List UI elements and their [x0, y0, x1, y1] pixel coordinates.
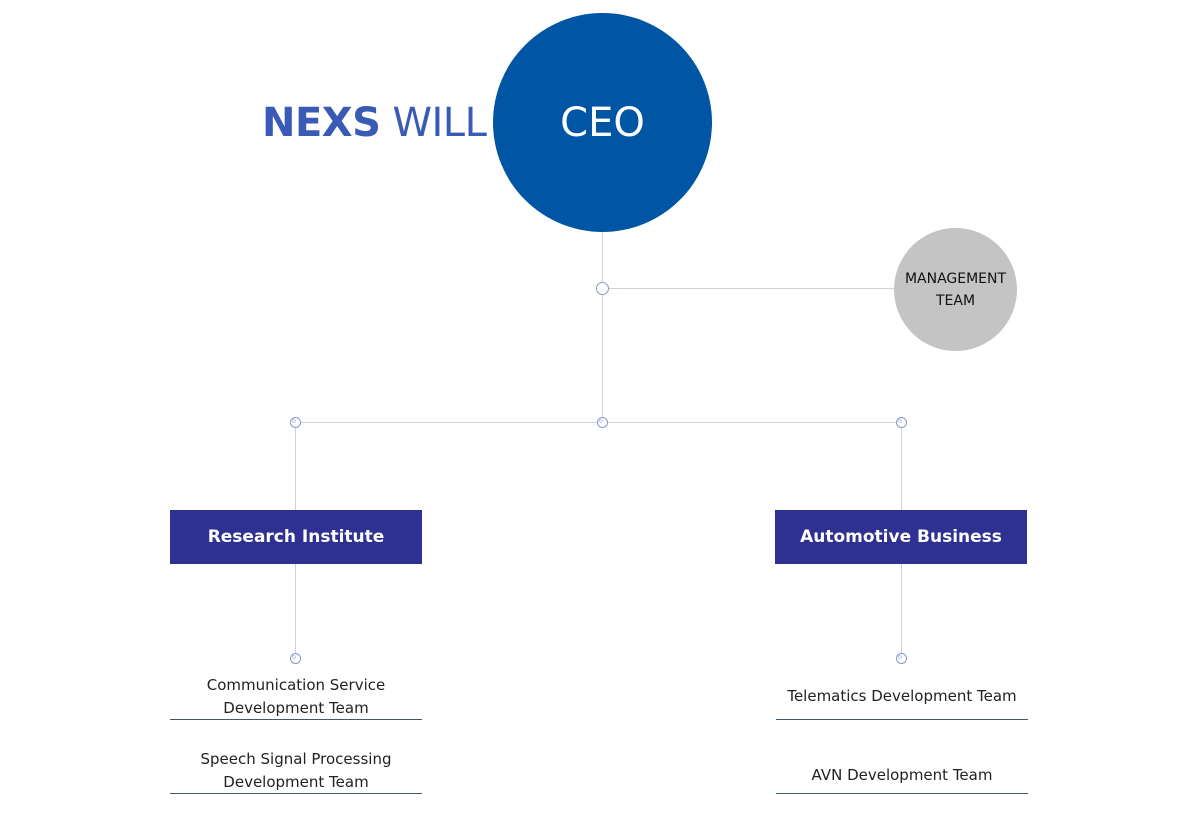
junction-node-research-teams — [290, 653, 301, 664]
automotive-drop-line — [901, 422, 902, 510]
team-speech-signal-processing: Speech Signal Processing Development Tea… — [170, 748, 422, 794]
division-label: Research Institute — [207, 527, 385, 547]
management-label-line1: MANAGEMENT — [904, 270, 1007, 287]
management-team-node: MANAGEMENT TEAM — [894, 228, 1017, 351]
junction-node-research — [290, 417, 301, 428]
ceo-node: CEO — [493, 13, 712, 232]
team-label-line1: Speech Signal Processing — [200, 749, 392, 768]
division-automotive-business: Automotive Business — [775, 510, 1027, 564]
research-teams-line — [295, 564, 296, 659]
team-label: Telematics Development Team — [787, 687, 1017, 705]
division-research-institute: Research Institute — [170, 510, 422, 564]
brand-name-light: WILL — [392, 100, 487, 146]
team-avn-development: AVN Development Team — [776, 748, 1028, 794]
team-label-line2: Development Team — [223, 772, 369, 791]
junction-node-center — [597, 417, 608, 428]
ceo-label: CEO — [560, 99, 645, 146]
management-label-line2: TEAM — [935, 292, 976, 309]
junction-node-management — [596, 282, 609, 295]
team-label-line2: Development Team — [223, 698, 369, 717]
team-communication-service: Communication Service Development Team — [170, 674, 422, 720]
ceo-trunk-line — [602, 232, 603, 423]
junction-node-automotive — [896, 417, 907, 428]
research-drop-line — [295, 422, 296, 510]
team-label-line1: Communication Service — [206, 675, 386, 694]
team-telematics-development: Telematics Development Team — [776, 674, 1028, 720]
team-label: AVN Development Team — [811, 766, 993, 784]
automotive-teams-line — [901, 564, 902, 659]
junction-node-automotive-teams — [896, 653, 907, 664]
brand-name-bold: NEXS — [262, 100, 381, 146]
management-branch-line — [602, 288, 896, 289]
division-label: Automotive Business — [800, 527, 1002, 547]
